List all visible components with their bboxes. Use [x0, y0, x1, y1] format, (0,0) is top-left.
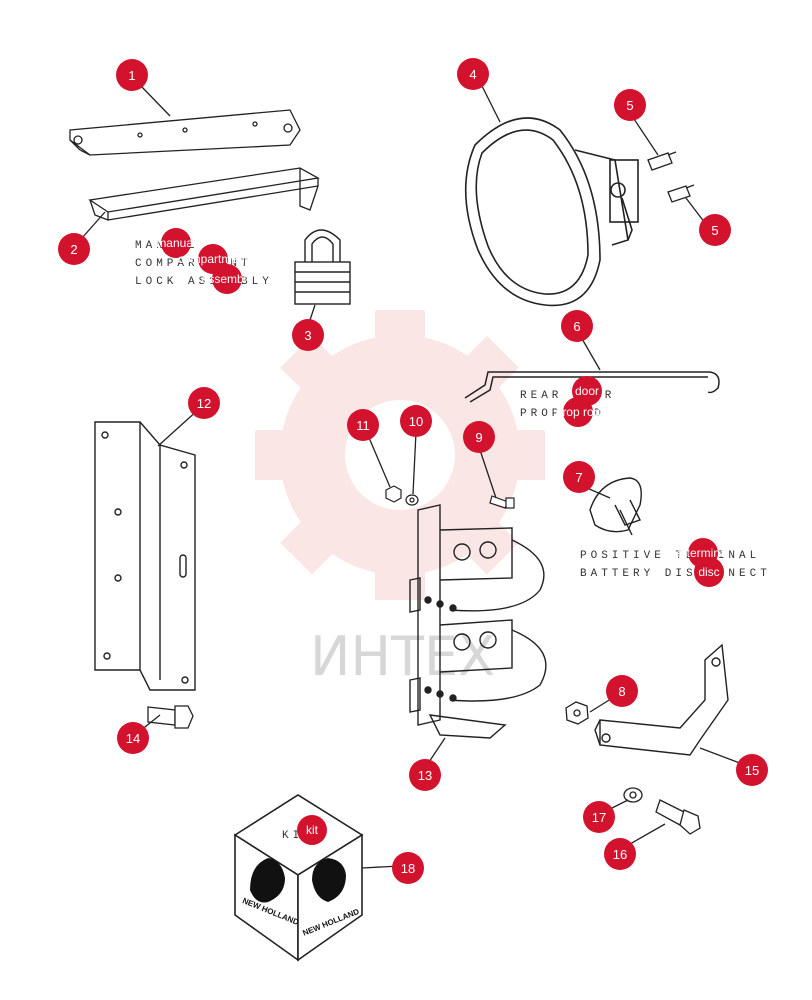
callout-6[interactable]: 6 — [561, 310, 593, 342]
label-battery-line1: POSITIVE TERMINAL — [580, 550, 760, 562]
svg-text:assembly: assembly — [202, 272, 253, 286]
part-nut-11 — [385, 485, 402, 503]
svg-text:kit: kit — [306, 823, 319, 837]
part-screw-top — [647, 151, 677, 171]
svg-text:4: 4 — [469, 67, 476, 82]
svg-text:8: 8 — [618, 684, 625, 699]
hotspot-kit[interactable]: kit — [297, 815, 327, 845]
callout-12[interactable]: 12 — [188, 387, 220, 419]
svg-text:13: 13 — [418, 768, 432, 783]
watermark-text: ИНТЕХ — [310, 625, 495, 688]
svg-text:e terminal: e terminal — [677, 546, 730, 560]
callout-14[interactable]: 14 — [117, 722, 149, 754]
part-bolt-9 — [489, 495, 515, 509]
part-bracket-bar — [69, 109, 301, 156]
svg-text:17: 17 — [592, 810, 606, 825]
callout-4[interactable]: 4 — [457, 58, 489, 90]
part-bottle-bracket — [409, 504, 547, 739]
callout-10[interactable]: 10 — [400, 405, 432, 437]
callout-15[interactable]: 15 — [736, 754, 768, 786]
svg-text:9: 9 — [475, 430, 482, 445]
svg-text:11: 11 — [356, 418, 370, 433]
hotspot-assembly[interactable]: assembly — [202, 264, 253, 294]
callout-5-top[interactable]: 5 — [614, 89, 646, 121]
part-washer-10 — [405, 494, 419, 506]
svg-text:compartment: compartment — [178, 252, 249, 266]
part-bent-bracket — [594, 643, 729, 756]
svg-text:manual: manual — [156, 236, 195, 250]
part-lower-rail — [88, 167, 320, 221]
callout-8[interactable]: 8 — [606, 675, 638, 707]
part-nut — [565, 701, 589, 725]
svg-text:3: 3 — [304, 328, 311, 343]
svg-text:12: 12 — [197, 396, 211, 411]
svg-text:7: 7 — [575, 470, 582, 485]
part-prop-rod — [464, 371, 720, 403]
svg-text:prop rod: prop rod — [556, 405, 601, 419]
svg-text:1: 1 — [128, 68, 135, 83]
hotspot-disconnect[interactable]: disc — [694, 557, 724, 587]
svg-text:disc: disc — [698, 565, 719, 579]
part-washer-17 — [623, 787, 643, 803]
watermark-gear-icon — [255, 310, 545, 600]
svg-text:5: 5 — [711, 223, 718, 238]
part-mounting-plate — [94, 421, 196, 691]
svg-text:10: 10 — [409, 414, 423, 429]
callout-18[interactable]: 18 — [392, 852, 424, 884]
svg-text:18: 18 — [401, 861, 415, 876]
part-bolt-16 — [655, 799, 701, 835]
part-mirror — [464, 117, 639, 307]
callout-2[interactable]: 2 — [58, 233, 90, 265]
svg-text:6: 6 — [573, 319, 580, 334]
label-battery-line2: BATTERY DISCONNECT — [580, 568, 771, 580]
svg-text:15: 15 — [745, 763, 759, 778]
callout-16[interactable]: 16 — [604, 838, 636, 870]
callout-5-bottom[interactable]: 5 — [699, 214, 731, 246]
part-padlock — [294, 229, 351, 305]
callout-17[interactable]: 17 — [583, 801, 615, 833]
svg-text:2: 2 — [70, 242, 77, 257]
svg-text:16: 16 — [613, 847, 627, 862]
part-bolt-14 — [147, 705, 194, 729]
svg-text:5: 5 — [626, 98, 633, 113]
hotspot-manual[interactable]: manual — [156, 228, 196, 258]
callout-9[interactable]: 9 — [463, 421, 495, 453]
callout-1[interactable]: 1 — [116, 59, 148, 91]
part-disconnect-knob — [589, 477, 642, 536]
callout-11[interactable]: 11 — [347, 409, 379, 441]
svg-text:door: door — [575, 384, 599, 398]
hotspot-prop-rod[interactable]: prop rod — [556, 397, 601, 427]
callout-3[interactable]: 3 — [292, 319, 324, 351]
callout-13[interactable]: 13 — [409, 759, 441, 791]
callout-7[interactable]: 7 — [563, 461, 595, 493]
svg-text:14: 14 — [126, 731, 140, 746]
part-screw-bottom — [667, 184, 695, 203]
